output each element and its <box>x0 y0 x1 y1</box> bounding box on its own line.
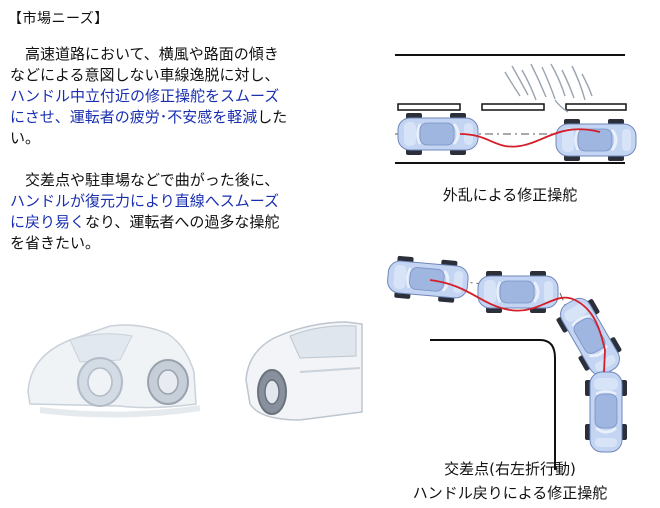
caption-disturbance: 外乱による修正操舵 <box>442 186 578 204</box>
car-sketch-right <box>245 321 363 421</box>
caption-intersection-line-2: ハンドル戻りによる修正操舵 <box>412 484 608 502</box>
p2-line-4: を省きたい。 <box>10 234 101 252</box>
p1-highlight-1: ハンドル中立付近の修正操舵をスムーズ <box>10 87 280 105</box>
p1-line-1: 高速道路において、横風や路面の傾き <box>10 45 279 63</box>
car-after-correction <box>554 117 638 163</box>
caption-intersection: 交差点(右左折行動) ハンドル戻りによる修正操舵 <box>380 457 640 505</box>
p1-line-4: にさせ、運転者の疲労･不安感を軽減した <box>10 107 340 128</box>
car-exit <box>583 370 629 454</box>
p1-highlight-2b: 運転者の疲労･不安感を軽減 <box>69 108 258 126</box>
wind-streaks <box>504 63 593 113</box>
disturbance-diagram <box>395 54 638 164</box>
p2-highlight-2: に戻り易く <box>10 213 86 231</box>
car-approach <box>384 253 472 306</box>
market-needs-paragraph-2: 交差点や駐車場などで曲がった後に、 ハンドルが復元力により直線へスムーズ に戻り… <box>10 170 340 254</box>
p2-line-1: 交差点や駐車場などで曲がった後に、 <box>10 171 280 189</box>
market-needs-paragraph-1: 高速道路において、横風や路面の傾き などによる意図しない車線逸脱に対し、 ハンド… <box>10 44 340 149</box>
drift-trajectory <box>459 128 601 148</box>
turn-trajectory <box>429 279 606 373</box>
section-heading: 【市場ニーズ】 <box>8 11 109 27</box>
p1-highlight-2a: にさせ、 <box>10 108 70 126</box>
curb-corner <box>430 339 556 470</box>
intersection-diagram <box>384 253 630 470</box>
car-turning <box>476 269 560 315</box>
caption-intersection-line-1: 交差点(右左折行動) <box>444 460 576 478</box>
lane-marking <box>481 103 545 111</box>
p2-highlight-1: ハンドルが復元力により直線へスムーズ <box>10 192 279 210</box>
p1-line-5: い。 <box>10 129 41 147</box>
p2-line-3: に戻り易くなり、運転者への過多な操舵 <box>10 212 340 233</box>
lane-marking <box>397 103 461 111</box>
p2-tail-2: なり、運転者への過多な操舵 <box>85 213 280 231</box>
car-sketch-left <box>27 324 201 418</box>
p1-tail-2: した <box>257 108 288 126</box>
lane-marking <box>565 103 627 111</box>
car-turning-2 <box>550 290 630 384</box>
p1-line-2: などによる意図しない車線逸脱に対し、 <box>10 66 280 84</box>
